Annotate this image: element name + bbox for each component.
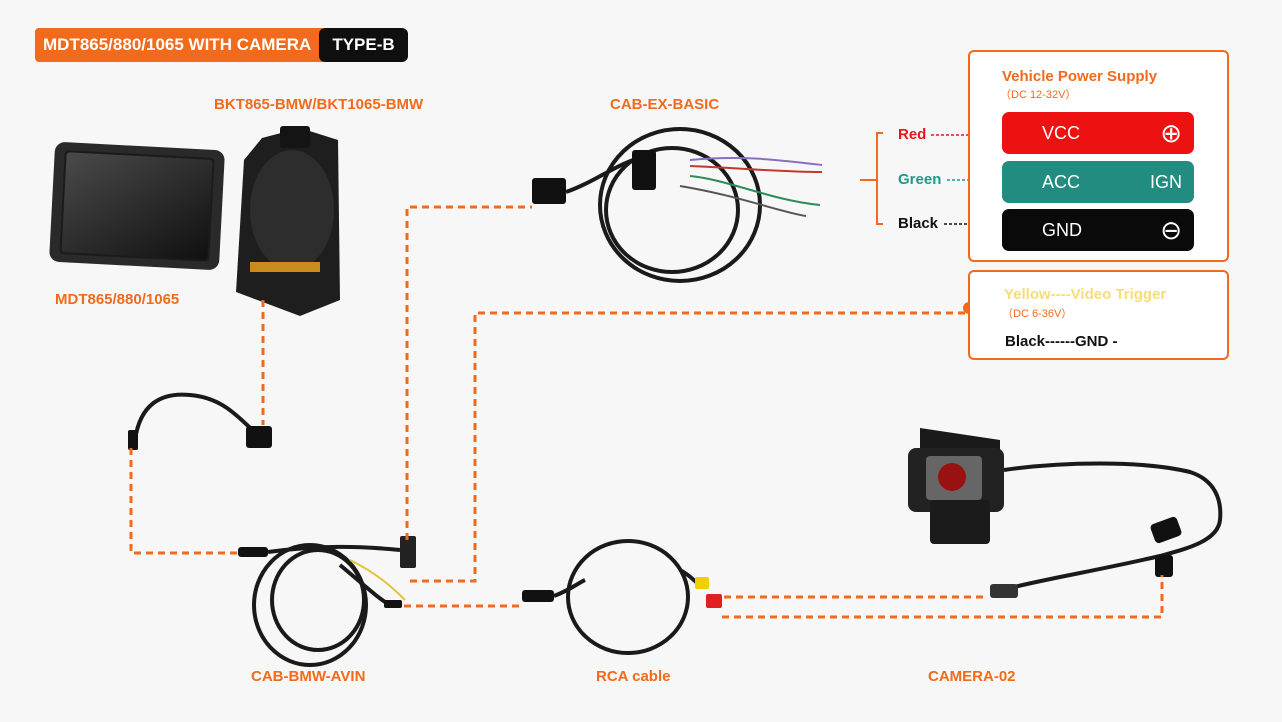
diagram-title: MDT865/880/1065 WITH CAMERA TYPE-B bbox=[35, 28, 408, 62]
plus-icon: ⊕ bbox=[1160, 117, 1182, 148]
gnd-label: GND bbox=[1042, 219, 1082, 240]
wire-group-brace bbox=[860, 132, 883, 225]
rca-cable-image bbox=[522, 539, 722, 655]
trigger-gnd-line: Black------GND - bbox=[1005, 333, 1118, 350]
trigger-title: Yellow----Video Trigger bbox=[1004, 286, 1167, 303]
bracket-label: BKT865-BMW/BKT1065-BMW bbox=[214, 96, 424, 113]
power-box-subtitle: （DC 12-32V） bbox=[1000, 89, 1077, 101]
title-type-badge: TYPE-B bbox=[319, 28, 408, 62]
wire-black-label: Black bbox=[898, 215, 939, 232]
bracket-image bbox=[236, 126, 340, 316]
minus-icon: ⊖ bbox=[1160, 214, 1182, 245]
avin-label: CAB-BMW-AVIN bbox=[251, 668, 366, 685]
power-box-title: Vehicle Power Supply bbox=[1002, 68, 1158, 85]
title-main: MDT865/880/1065 WITH CAMERA bbox=[35, 28, 324, 62]
vehicle-power-box: Vehicle Power Supply （DC 12-32V） VCC ⊕ A… bbox=[968, 50, 1229, 262]
rca-label: RCA cable bbox=[596, 668, 671, 685]
adapter-cable-image bbox=[128, 392, 272, 450]
wire-red-label: Red bbox=[898, 126, 927, 143]
gnd-terminal: GND ⊖ bbox=[1002, 209, 1194, 251]
cab-bmw-avin-image bbox=[238, 536, 416, 667]
camera-02-image bbox=[908, 428, 1223, 598]
acc-label: ACC bbox=[1042, 171, 1081, 192]
dashed-connection-lines bbox=[129, 134, 1164, 619]
trigger-subtitle: （DC 6-36V） bbox=[1002, 308, 1073, 320]
cab-ex-basic-label: CAB-EX-BASIC bbox=[610, 96, 720, 113]
vcc-terminal: VCC ⊕ bbox=[1002, 112, 1194, 154]
ign-label: IGN bbox=[1149, 171, 1182, 192]
acc-terminal: ACC IGN bbox=[1002, 161, 1194, 203]
video-trigger-box: Yellow----Video Trigger （DC 6-36V） Black… bbox=[968, 270, 1229, 360]
tablet-image bbox=[49, 142, 225, 270]
cab-ex-basic-image bbox=[532, 127, 823, 283]
camera-label: CAMERA-02 bbox=[928, 668, 1016, 685]
tablet-label: MDT865/880/1065 bbox=[55, 291, 180, 308]
wire-green-label: Green bbox=[898, 171, 942, 188]
vcc-label: VCC bbox=[1042, 122, 1081, 143]
